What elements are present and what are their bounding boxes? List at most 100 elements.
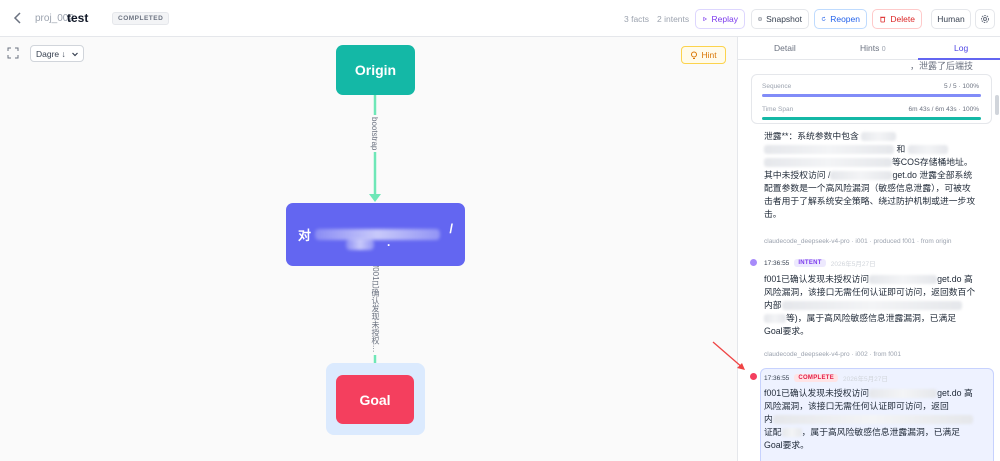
- panel-tabs: Detail Hints 0 Log: [738, 37, 1000, 60]
- redacted-text: [772, 415, 973, 425]
- sequence-fill: [762, 94, 981, 97]
- replay-label: Replay: [711, 14, 738, 24]
- lightbulb-icon: [691, 51, 698, 59]
- entry2-time: 17:36:55: [764, 259, 790, 267]
- redacted-text: [781, 428, 802, 438]
- log-entry-complete: f001已确认发现未授权访问 get.do 高 风险漏洞，该接口无需任何认证即可访…: [764, 387, 990, 452]
- sequence-label: Sequence: [762, 83, 792, 90]
- play-icon: [703, 16, 707, 22]
- log-fragment: ，泄露了后端技: [910, 61, 974, 71]
- intents-count: 2 intents: [657, 14, 690, 24]
- complete-entry-highlight: [760, 368, 994, 461]
- entry1-line4a: 其中未授权访问 /: [764, 170, 831, 180]
- entry1-line: 其中未授权访问 /get.do 泄露全部系统: [764, 169, 990, 182]
- entry3-header: 17:36:55 COMPLETE 2026年5月27日: [764, 373, 888, 383]
- entry1-line3: 等COS存储桶地址。: [892, 157, 973, 167]
- graph-canvas[interactable]: Dagre ↓ Hint bootstrap f001已确认发现未授权… Ori…: [0, 37, 737, 461]
- complete-dot: [750, 373, 757, 380]
- redacted-text: [860, 132, 896, 142]
- intermediate-node[interactable]: 对 / .: [286, 203, 465, 266]
- entry2-line: 等)，属于高风险敏感信息泄露漏洞，已满足: [764, 312, 990, 325]
- entry3-line2: 风险漏洞，该接口无需任何认证即可访问，返回: [764, 401, 949, 411]
- redacted-text: [764, 145, 894, 155]
- tab-hints-count: 0: [881, 46, 886, 53]
- fit-view-icon[interactable]: [7, 47, 19, 59]
- redacted-text: [764, 314, 786, 324]
- back-arrow-icon[interactable]: [9, 9, 27, 27]
- log-entry-fact: 泄露**：系统参数中包含 和 等COS存储桶地址。 其中未授权访问 /get.d…: [764, 130, 990, 221]
- refresh-icon: [821, 16, 826, 21]
- entry1-meta: claudecode_deepseek-v4-pro · i001 · prod…: [764, 238, 952, 245]
- entry1-line2: 和: [896, 144, 906, 154]
- tab-hints-label: Hints: [860, 43, 880, 53]
- trash-icon: [880, 16, 886, 23]
- timespan-value: 6m 43s / 6m 43s · 100%: [908, 106, 979, 113]
- snapshot-button[interactable]: Snapshot: [751, 9, 809, 29]
- tab-detail[interactable]: Detail: [774, 43, 796, 53]
- redacted-text: [830, 171, 893, 181]
- origin-node[interactable]: Origin: [336, 45, 415, 95]
- delete-button[interactable]: Delete: [872, 9, 922, 29]
- chevron-down-icon: [72, 52, 78, 56]
- entry3-line4a: 证配: [764, 427, 782, 437]
- redacted-text: [908, 145, 949, 155]
- layout-select-value: Dagre ↓: [36, 48, 66, 59]
- timespan-label: Time Span: [762, 106, 794, 113]
- entry3-line: f001已确认发现未授权访问 get.do 高: [764, 387, 990, 400]
- entry3-line1a: f001已确认发现未授权访问: [764, 388, 870, 398]
- replay-button[interactable]: Replay: [695, 9, 745, 29]
- entry2-line3: 内部: [764, 300, 782, 310]
- edge-label-f001: f001已确认发现未授权…: [370, 263, 381, 355]
- goal-node-label: Goal: [359, 391, 391, 408]
- side-panel: Detail Hints 0 Log ，泄露了后端技 Sequence 5 / …: [737, 37, 1000, 461]
- project-id: proj_002: [35, 13, 74, 24]
- entry1-line1: 泄露**：系统参数中包含: [764, 131, 859, 141]
- entry2-line1a: f001已确认发现未授权访问: [764, 274, 870, 284]
- complete-badge: COMPLETE: [794, 374, 839, 382]
- entry2-line: f001已确认发现未授权访问 get.do 高: [764, 273, 990, 286]
- goal-node[interactable]: Goal: [336, 375, 414, 424]
- entry2-line5: Goal要求。: [764, 326, 809, 336]
- delete-label: Delete: [890, 14, 915, 24]
- status-badge: COMPLETED: [112, 12, 170, 25]
- timespan-fill: [762, 117, 981, 120]
- sequence-value: 5 / 5 · 100%: [943, 83, 979, 90]
- origin-node-label: Origin: [354, 62, 397, 78]
- entry2-date: 2026年5月27日: [830, 261, 876, 268]
- human-button[interactable]: Human: [931, 9, 971, 29]
- tab-log[interactable]: Log: [954, 43, 969, 53]
- redacted-text: [764, 158, 892, 168]
- hint-button[interactable]: Hint: [681, 46, 726, 64]
- entry1-line: 泄露**：系统参数中包含: [764, 130, 990, 143]
- entry1-line: 和: [764, 143, 990, 156]
- active-tab-indicator: [918, 58, 1000, 60]
- settings-button[interactable]: [975, 9, 995, 29]
- snapshot-label: Snapshot: [766, 14, 802, 24]
- human-label: Human: [937, 14, 965, 24]
- entry1-line6: 击者用于了解系统安全策略、绕过防护机制或进一步攻: [764, 196, 976, 206]
- intent-dot: [750, 259, 757, 266]
- entry2-line1b: get.do 高: [937, 274, 973, 284]
- entry2-line4: 等)，属于高风险敏感信息泄露漏洞，已满足: [786, 313, 957, 323]
- facts-count: 3 facts: [624, 14, 650, 24]
- entry3-line1b: get.do 高: [937, 388, 973, 398]
- layout-select[interactable]: Dagre ↓: [30, 45, 84, 62]
- redacted-text: [346, 239, 374, 250]
- entry3-line: 内: [764, 413, 990, 426]
- intermediate-node-dot: .: [387, 235, 391, 249]
- entry3-line5: Goal要求。: [764, 440, 809, 450]
- edge-arrowhead-1: [369, 194, 381, 202]
- entry1-line5: 配置参数是一个高风险漏洞（敏感信息泄露），可被攻: [764, 183, 971, 193]
- top-bar: proj_002 test COMPLETED 3 facts 2 intent…: [0, 0, 1000, 37]
- reopen-button[interactable]: Reopen: [814, 9, 867, 29]
- scrollbar[interactable]: [995, 95, 999, 115]
- intermediate-node-prefix: 对: [298, 228, 312, 243]
- entry3-date: 2026年5月27日: [843, 376, 888, 383]
- sequence-track: [762, 94, 981, 97]
- project-name: test: [67, 11, 89, 25]
- tab-hints[interactable]: Hints 0: [860, 43, 886, 53]
- entry3-line3: 内: [764, 414, 773, 424]
- gear-icon: [981, 15, 989, 23]
